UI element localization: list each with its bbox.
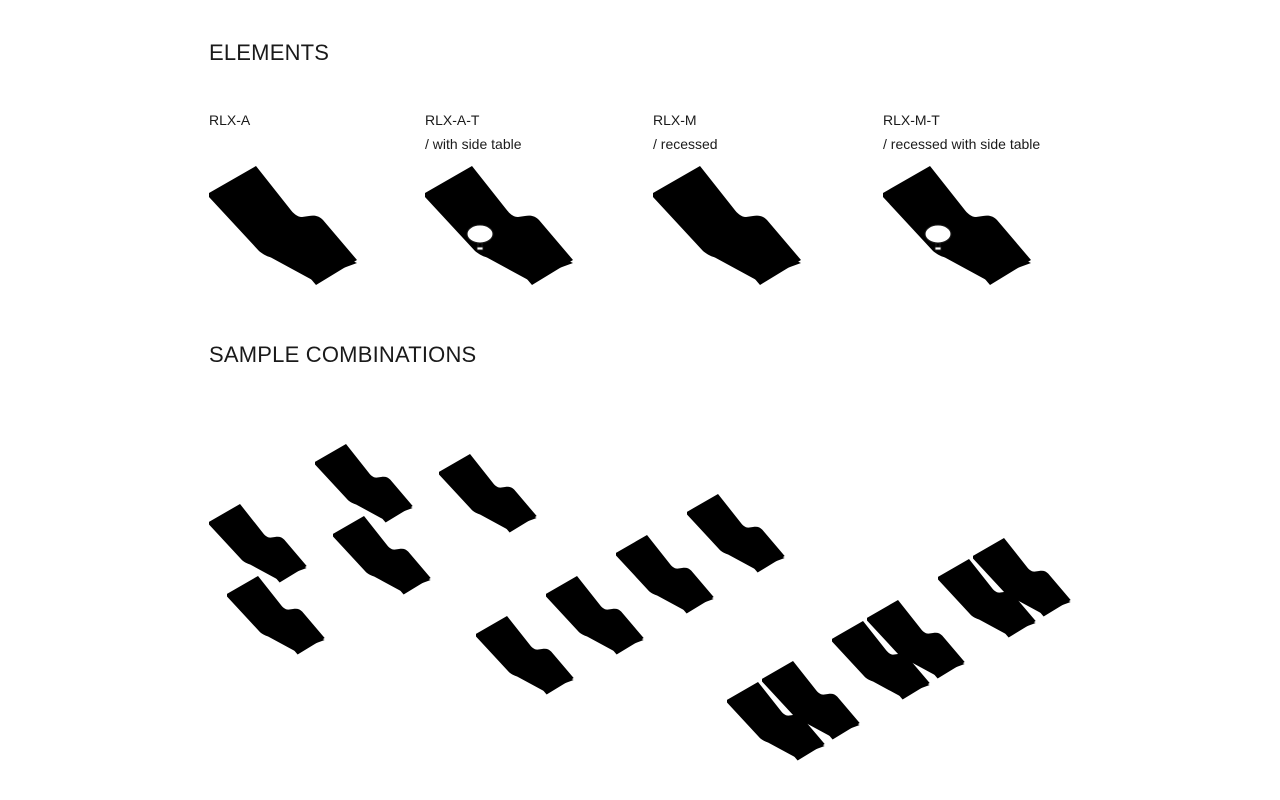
element-code: RLX-A-T <box>425 112 480 128</box>
lounger-rlx-a-t-drawing <box>425 166 573 285</box>
lounger-rlx-a-drawing <box>209 166 357 285</box>
element-rlx-m: RLX-M / recessed <box>653 108 718 156</box>
element-code: RLX-M <box>653 112 697 128</box>
element-description: / with side table <box>425 136 522 152</box>
element-rlx-a-t: RLX-A-T / with side table <box>425 108 522 156</box>
element-code: RLX-M-T <box>883 112 940 128</box>
combination-group-pairs <box>727 538 1071 761</box>
lounger-rlx-m-t-drawing <box>883 166 1031 285</box>
elements-heading: ELEMENTS <box>209 40 330 65</box>
element-description: / recessed <box>653 136 718 152</box>
element-description: / recessed with side table <box>883 136 1041 152</box>
element-code: RLX-A <box>209 112 251 128</box>
combination-group-left <box>209 444 537 655</box>
lounger-rlx-m-drawing <box>653 166 801 285</box>
element-rlx-a: RLX-A <box>209 108 250 132</box>
element-rlx-m-t: RLX-M-T / recessed with side table <box>883 108 1040 156</box>
combinations-heading: SAMPLE COMBINATIONS <box>209 342 477 367</box>
